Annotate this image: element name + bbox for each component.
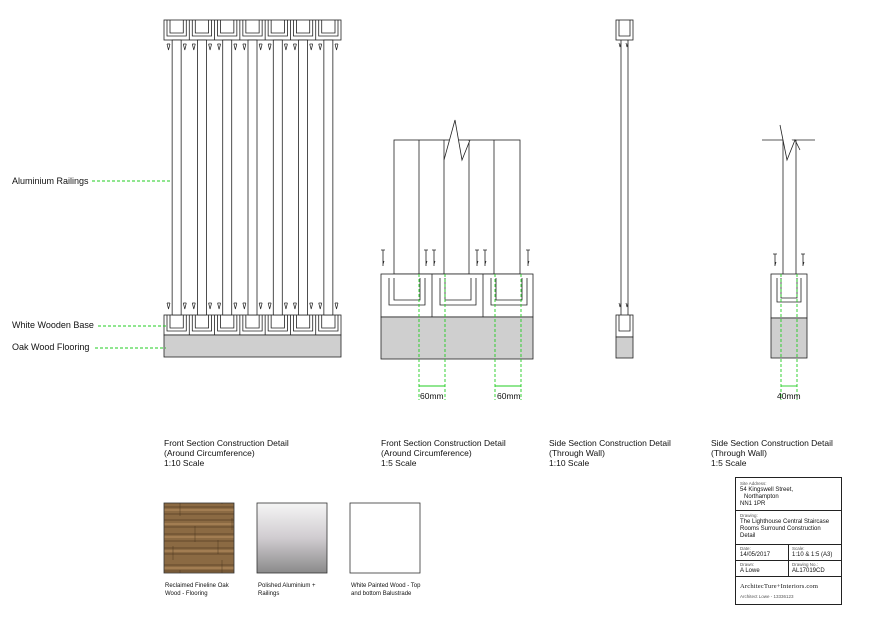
caption-front-1-5: Front Section Construction Detail (Aroun… [381, 438, 506, 468]
caption-subtitle: (Around Circumference) [164, 448, 255, 458]
railing-bar [247, 39, 258, 316]
white-wood-swatch [349, 502, 421, 574]
dimension-label-40mm: 40mm [777, 391, 801, 401]
railing-bar [222, 39, 233, 316]
caption-scale: 1:5 Scale [711, 458, 747, 468]
material-caption-oak: Reclaimed Fineline Oak Wood - Flooring [165, 583, 229, 597]
floor-slab [615, 336, 634, 359]
caption-scale: 1:5 Scale [381, 458, 417, 468]
railing-bar [323, 39, 334, 316]
title-block: Site Address: 54 Kingswell Street, North… [735, 477, 842, 605]
caption-side-1-10: Side Section Construction Detail (Throug… [549, 438, 671, 468]
firm-subline: Architect Lowe - 13336123 [740, 594, 794, 599]
firm-row: ArchitecTure+Interiors.com Architect Low… [736, 576, 841, 605]
callout-aluminium-railings: Aluminium Railings [12, 176, 89, 186]
firm-logo: ArchitecTure+Interiors.com [740, 583, 819, 590]
caption-scale: 1:10 Scale [549, 458, 590, 468]
callout-white-wooden-base: White Wooden Base [12, 320, 94, 330]
caption-subtitle: (Around Circumference) [381, 448, 472, 458]
side-section-1-10 [615, 19, 634, 359]
drawing-row: Drawing: The Lighthouse Central Staircas… [736, 510, 841, 544]
railing-bar [298, 39, 308, 316]
floor-slab [163, 334, 342, 358]
scale-value: 1:10 & 1:5 (A3) [792, 552, 833, 558]
drawing-title: The Lighthouse Central Staircase Rooms S… [740, 519, 830, 539]
date-value: 14/05/2017 [740, 552, 771, 558]
railing-bar [171, 39, 182, 316]
caption-scale: 1:10 Scale [164, 458, 205, 468]
drawing-number-value: AL17019CD [792, 568, 825, 574]
callout-leaders [92, 180, 172, 349]
side-section-1-5 [762, 124, 815, 359]
caption-title: Front Section Construction Detail [381, 438, 506, 448]
drawn-number-row: Drawn: A Lowe Drawing No.: AL17019CD [736, 560, 841, 576]
aluminium-swatch [256, 502, 328, 574]
caption-side-1-5: Side Section Construction Detail (Throug… [711, 438, 833, 468]
callout-oak-wood-flooring: Oak Wood Flooring [12, 342, 90, 352]
caption-title: Side Section Construction Detail [549, 438, 671, 448]
caption-subtitle: (Through Wall) [711, 448, 767, 458]
floor-slab [380, 316, 534, 360]
railing-bar [197, 39, 207, 316]
oak-swatch [163, 502, 235, 574]
caption-subtitle: (Through Wall) [549, 448, 605, 458]
drawn-by-value: A Lowe [740, 568, 760, 574]
material-caption-aluminium: Polished Aluminium + Railings [258, 583, 316, 597]
floor-slab [770, 317, 808, 359]
dimension-lines [418, 274, 798, 400]
site-address-key: Site Address: [740, 481, 767, 486]
material-caption-white-wood: White Painted Wood - Top and bottom Balu… [351, 583, 421, 597]
front-section-1-5 [380, 119, 534, 360]
dimension-label-60mm-b: 60mm [497, 391, 521, 401]
dimension-label-60mm-a: 60mm [420, 391, 444, 401]
caption-front-1-10: Front Section Construction Detail (Aroun… [164, 438, 289, 468]
caption-title: Front Section Construction Detail [164, 438, 289, 448]
railing-bar [272, 39, 283, 316]
date-scale-row: Date: 14/05/2017 Scale: 1:10 & 1:5 (A3) [736, 544, 841, 560]
caption-title: Side Section Construction Detail [711, 438, 833, 448]
site-address: 54 Kingswell Street, Northampton NN1 1PR [740, 487, 794, 507]
front-section-1-10 [163, 19, 342, 358]
